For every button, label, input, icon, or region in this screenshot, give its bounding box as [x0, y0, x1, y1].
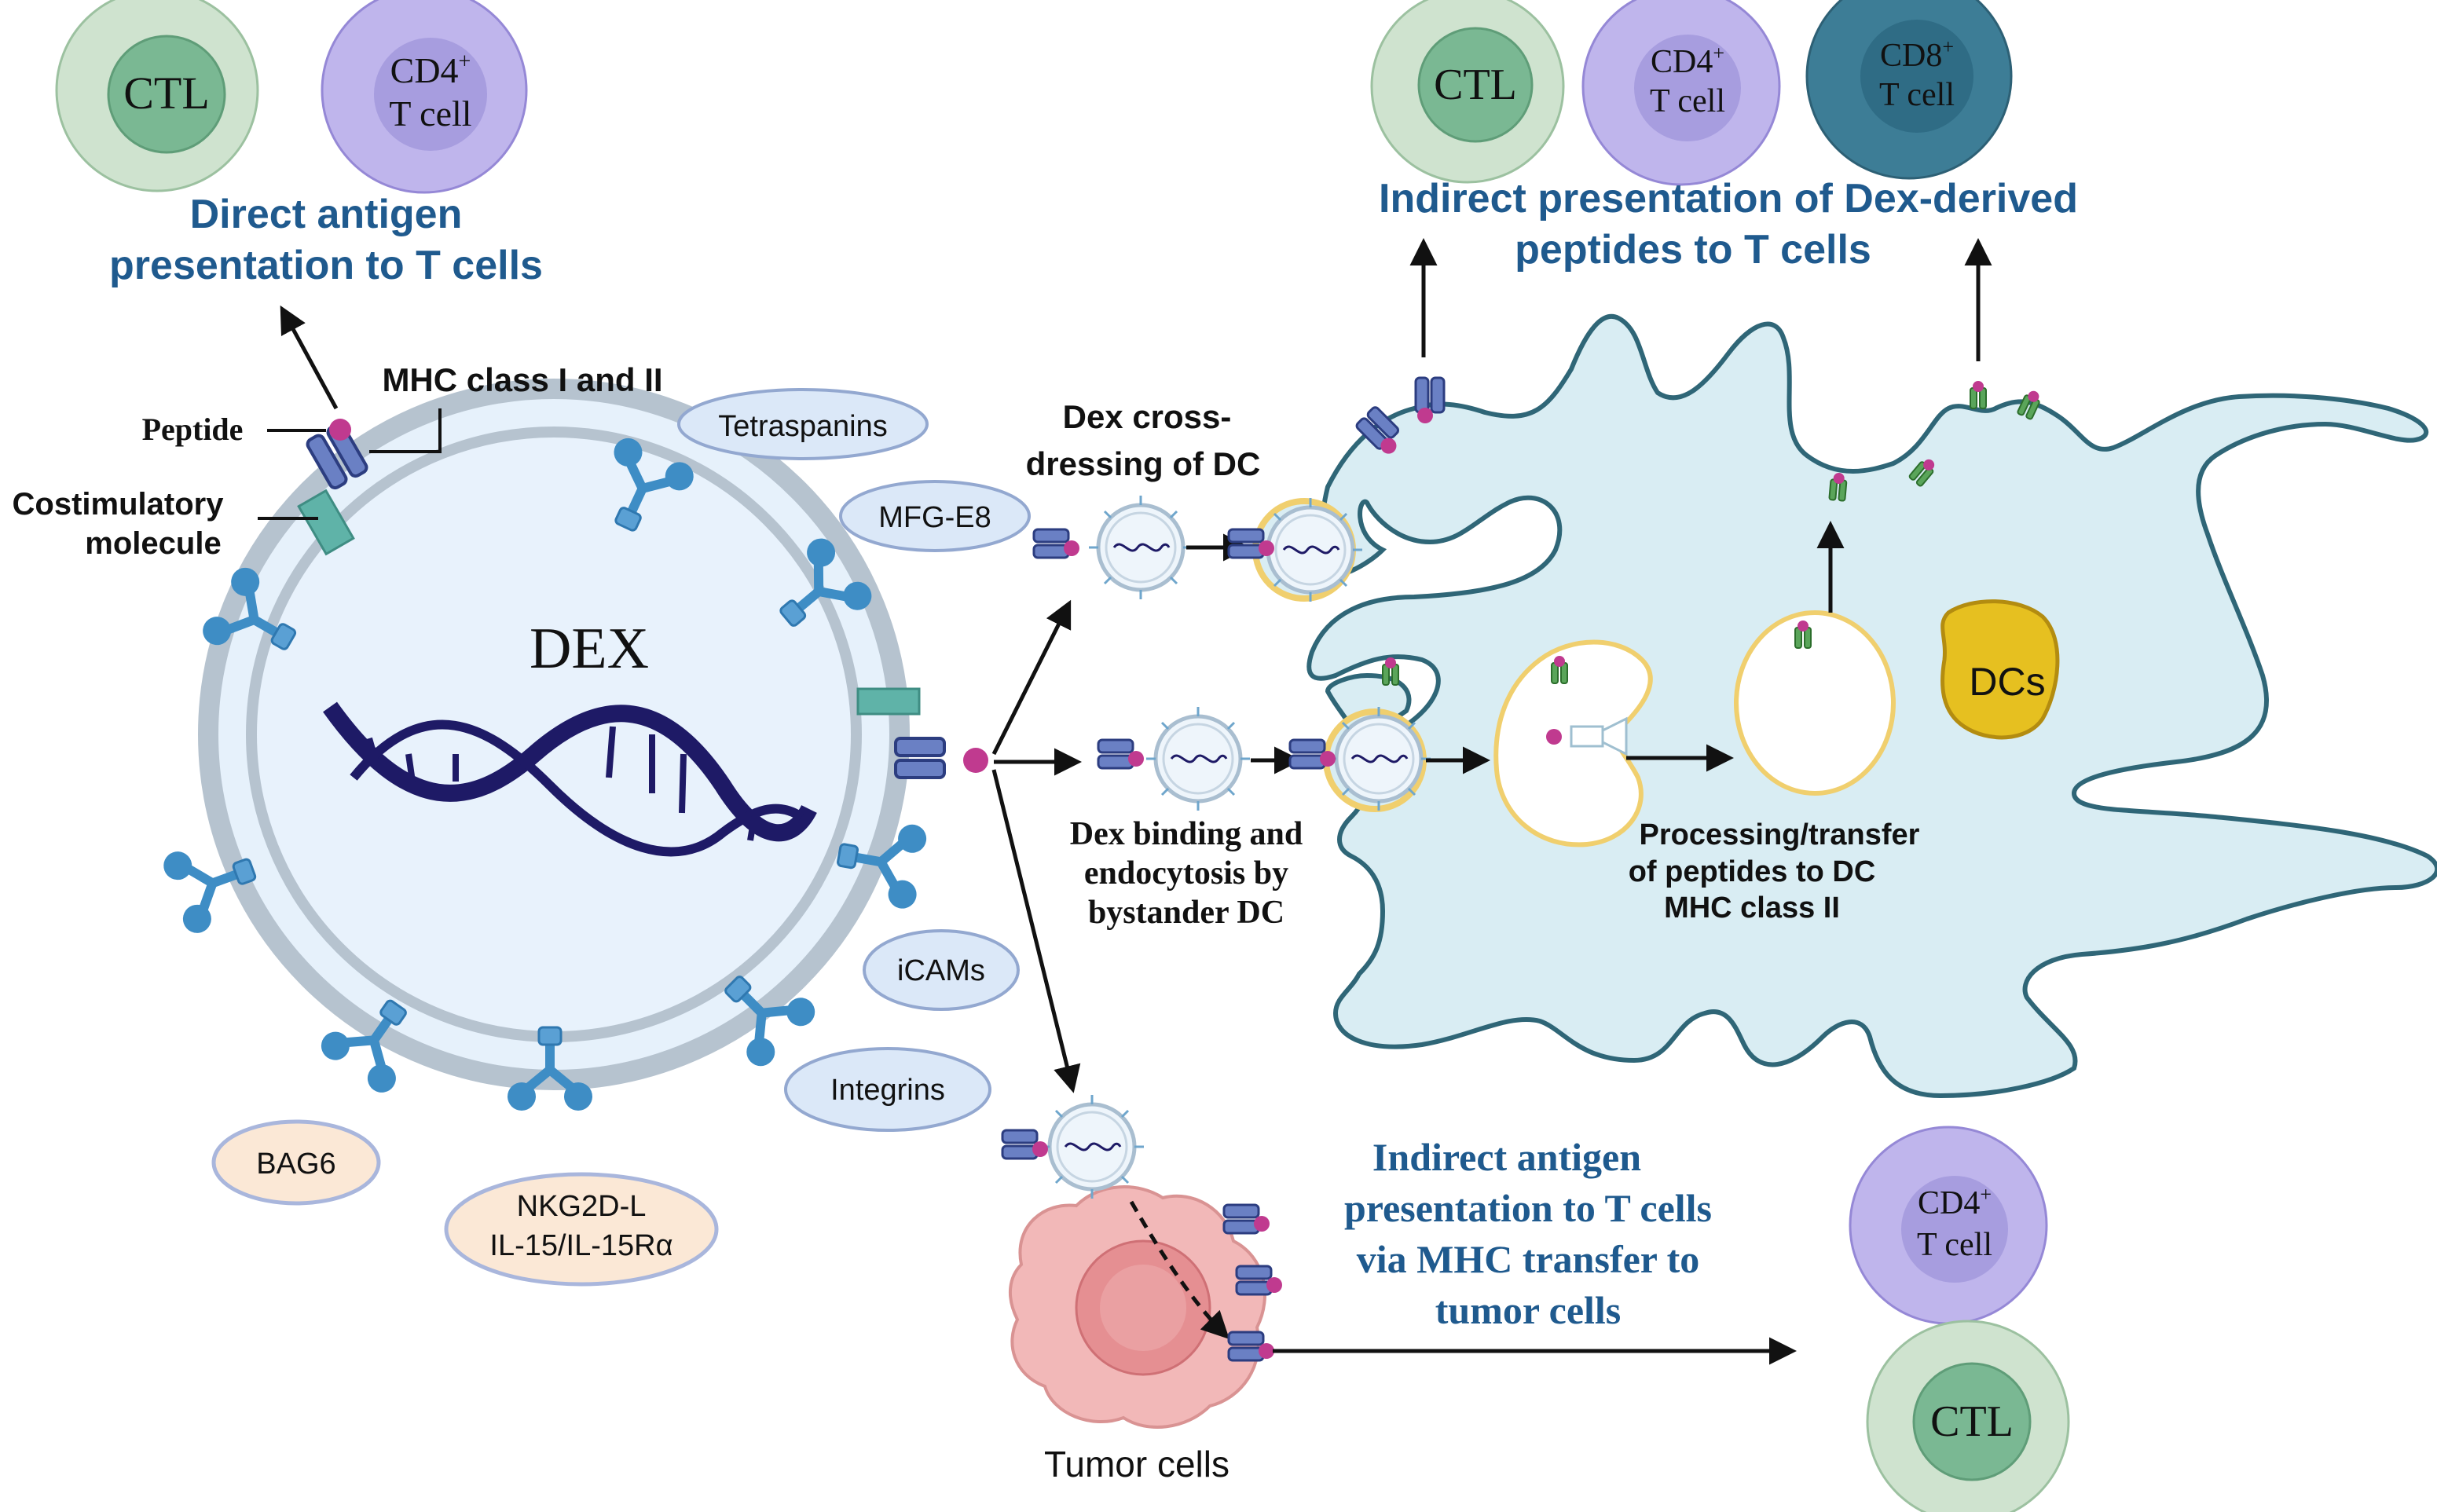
tumor-label: Tumor cells	[1044, 1444, 1229, 1485]
arrow-direct	[280, 305, 339, 410]
crossdress-label-2: dressing of DC	[1026, 445, 1261, 482]
arrow-to-crossdress	[991, 599, 1072, 756]
mhc-pointer	[369, 408, 442, 453]
protease	[1570, 716, 1628, 756]
dex-label: DEX	[530, 617, 649, 681]
ctl-label-bottom: CTL	[1930, 1397, 2014, 1446]
indirect-title-1: Indirect presentation of Dex-derived	[1379, 176, 2078, 221]
indirect-tcells: CTL CD4+ T cell CD8+ T cell	[1370, 0, 2013, 186]
ctl-nucleus-direct	[107, 35, 226, 154]
tcell-label-bottom: T cell	[1917, 1227, 1992, 1263]
ctl-label-indirect: CTL	[1434, 60, 1517, 109]
dc-label: DCs	[1969, 660, 2045, 704]
processing-label-2: of peptides to DC	[1629, 855, 1876, 888]
ctl-nucleus-indirect	[1417, 27, 1534, 143]
tumor-tcells: CD4+ T cell CTL	[1849, 1126, 2070, 1512]
plus-sup: +	[459, 49, 471, 74]
binding-label-3: bystander DC	[1088, 895, 1284, 931]
mhc-label: MHC class I and II	[382, 361, 662, 398]
nkg2d-label-2: IL-15/IL-15Rα	[489, 1229, 672, 1262]
ctl-nucleus-bottom	[1912, 1362, 2032, 1481]
tcell-label-indirect: T cell	[1650, 83, 1725, 119]
cross-dressing-vesicles	[1032, 496, 1362, 602]
direct-title-2: presentation to T cells	[109, 243, 543, 288]
tetraspanins-label: Tetraspanins	[718, 410, 887, 443]
mhc-on-dex	[297, 419, 988, 779]
tumor-pres-1: Indirect antigen	[1372, 1135, 1641, 1179]
cd4-label-bottom: CD4	[1918, 1185, 1980, 1221]
pill-integrins	[784, 1047, 991, 1132]
costim-right	[856, 687, 921, 716]
plus-sup: +	[1942, 35, 1954, 58]
binding-vesicles	[1097, 707, 1490, 811]
indirect-title-2: peptides to T cells	[1515, 227, 1871, 273]
nkg2d-label-1: NKG2D-L	[517, 1190, 647, 1223]
direct-title-1: Direct antigen	[190, 192, 463, 237]
costim-molecule	[297, 489, 355, 556]
mfge8-label: MFG-E8	[878, 501, 991, 534]
cd4-nucleus-indirect	[1634, 35, 1741, 141]
costim-label-1: Costimulatory	[13, 487, 225, 522]
tumor-internal-arrow	[1129, 1200, 1229, 1339]
svg-text:CD8+: CD8+	[1880, 35, 1954, 74]
peptide-dot	[329, 419, 351, 441]
binding-label-2: endocytosis by	[1084, 855, 1288, 891]
binding-label-1: Dex binding and	[1070, 816, 1303, 852]
icams-label: iCAMs	[897, 954, 985, 987]
peptide-label: Peptide	[142, 412, 244, 447]
processing-label-3: MHC class II	[1664, 891, 1840, 924]
bag6-label: BAG6	[256, 1148, 335, 1181]
pill-tetraspanins	[677, 388, 929, 460]
crossdress-label-1: Dex cross-	[1063, 398, 1232, 435]
cd8-label: CD8	[1880, 38, 1942, 74]
svg-text:CD4+: CD4+	[1651, 42, 1724, 80]
cd4-label-indirect: CD4	[1651, 44, 1713, 80]
peptide-in-endosome	[1546, 729, 1562, 745]
cd8-nucleus	[1860, 20, 1973, 133]
integrins-label: Integrins	[830, 1074, 945, 1107]
svg-text:CD4+: CD4+	[390, 49, 471, 90]
direct-tcells: CTL CD4+ T cell	[55, 0, 528, 194]
dc-nucleus	[1940, 599, 2060, 740]
ctl-label-direct: CTL	[123, 68, 210, 119]
molecule-pills: Tetraspanins MFG-E8 iCAMs Integrins BAG6…	[211, 388, 1031, 1287]
pill-nkg2d	[444, 1172, 719, 1287]
tcell-label-direct: T cell	[389, 93, 471, 134]
pill-bag6	[211, 1119, 381, 1206]
costim-label-2: molecule	[85, 526, 221, 561]
cd4-nucleus-direct	[374, 38, 487, 151]
endosome-2	[1734, 610, 1896, 796]
plus-sup: +	[1713, 42, 1724, 64]
svg-text:CD4+: CD4+	[1918, 1183, 1992, 1221]
tumor-pres-4: tumor cells	[1435, 1288, 1622, 1332]
arrow-to-tumor	[991, 769, 1081, 1093]
pill-mfge8	[839, 480, 1031, 552]
tumor-pres-3: via MHC transfer to	[1357, 1237, 1699, 1281]
pill-icams	[863, 929, 1020, 1011]
cd4-nucleus-bottom	[1901, 1176, 2008, 1283]
rna-helix	[323, 701, 817, 857]
plus-sup: +	[1980, 1183, 1992, 1206]
tumor-pres-2: presentation to T cells	[1344, 1186, 1712, 1230]
processing-label-1: Processing/transfer	[1640, 818, 1920, 851]
tcell-label-cd8: T cell	[1879, 77, 1955, 113]
cd4-label-direct: CD4	[390, 50, 459, 90]
